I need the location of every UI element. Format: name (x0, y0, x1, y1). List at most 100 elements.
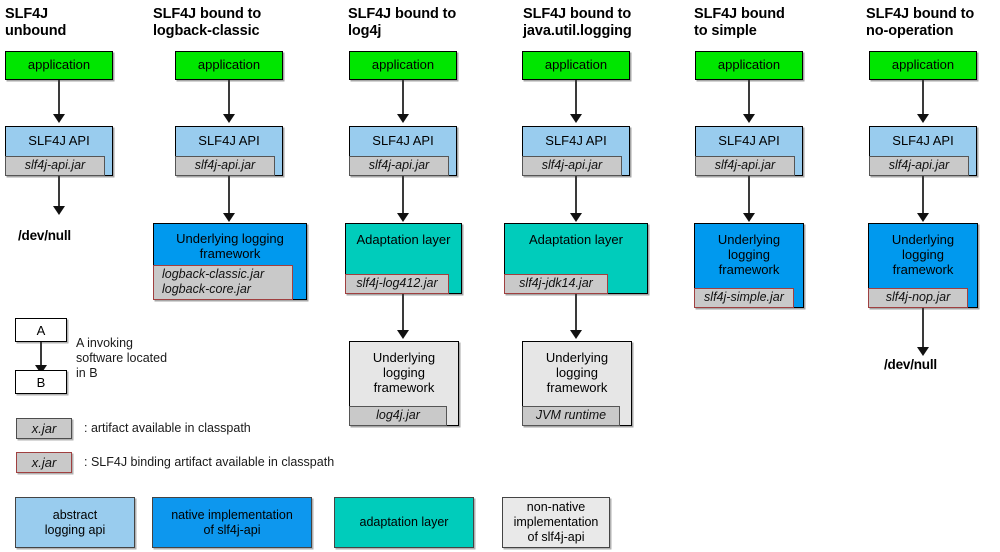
node-application-col4: application (522, 51, 630, 80)
node-underlying-framework-col4: Underlying logging framework JVM runtime (522, 341, 632, 426)
arrow-head (570, 114, 582, 123)
node-label: SLF4J API (372, 133, 434, 148)
legend-swatch-abstract-logging-api: abstract logging api (15, 497, 135, 548)
node-slf4j-api-col2: SLF4J API slf4j-api.jar (175, 126, 283, 176)
arrow-line (575, 80, 577, 116)
jar-chip-slf4j-log412: slf4j-log412.jar (345, 274, 449, 294)
legend-box-b: B (15, 370, 67, 394)
node-label: application (197, 57, 261, 72)
arrow-line (228, 176, 230, 216)
jar-chip-slf4j-api: slf4j-api.jar (5, 156, 105, 176)
node-application-col3: application (349, 51, 457, 80)
column-title-unbound: SLF4J unbound (5, 6, 67, 39)
arrow-head (917, 347, 929, 356)
legend-binding-artifact-description: : SLF4J binding artifact available in cl… (84, 455, 335, 469)
legend-swatch-adaptation-layer: adaptation layer (334, 497, 474, 548)
legend-artifact-description: : artifact available in classpath (84, 421, 251, 435)
node-label: SLF4J API (718, 133, 780, 148)
node-underlying-framework-col6: Underlying logging framework slf4j-nop.j… (868, 223, 978, 308)
node-application-col1: application (5, 51, 113, 80)
column-title-logback: SLF4J bound to logback-classic (153, 6, 262, 39)
jar-chip-slf4j-api: slf4j-api.jar (522, 156, 622, 176)
arrow-head (53, 114, 65, 123)
node-label: application (27, 57, 91, 72)
node-label: SLF4J API (28, 133, 90, 148)
legend-chip-artifact: x.jar (16, 418, 72, 439)
legend-swatch-non-native-implementation: non-native implementation of slf4j-api (502, 497, 610, 548)
column-title-simple: SLF4J bound to simple (694, 6, 785, 39)
arrow-head (570, 213, 582, 222)
arrow-line (575, 294, 577, 334)
node-underlying-framework-col3: Underlying logging framework log4j.jar (349, 341, 459, 426)
jar-chip-slf4j-api: slf4j-api.jar (869, 156, 969, 176)
arrow-line (228, 80, 230, 116)
node-label: SLF4J API (892, 133, 954, 148)
node-application-col6: application (869, 51, 977, 80)
node-adaptation-layer-col4: Adaptation layer slf4j-jdk14.jar (504, 223, 648, 294)
arrow-line (402, 294, 404, 334)
node-application-col5: application (695, 51, 803, 80)
column-title-log4j: SLF4J bound to log4j (348, 6, 457, 39)
legend-invoke-description: A invoking software located in B (76, 336, 168, 380)
arrow-line (402, 80, 404, 116)
node-slf4j-api-col6: SLF4J API slf4j-api.jar (869, 126, 977, 176)
arrow-head (223, 114, 235, 123)
jar-chip-slf4j-jdk14: slf4j-jdk14.jar (504, 274, 608, 294)
arrow-line (575, 176, 577, 216)
column-title-jul: SLF4J bound to java.util.logging (523, 6, 632, 39)
arrow-head (570, 330, 582, 339)
node-label: Underlying logging framework (717, 232, 781, 277)
node-application-col2: application (175, 51, 283, 80)
jar-chip-logback: logback-classic.jar logback-core.jar (153, 265, 293, 300)
jar-chip-log4j: log4j.jar (349, 406, 447, 426)
node-adaptation-layer-col3: Adaptation layer slf4j-log412.jar (345, 223, 462, 294)
node-label: application (371, 57, 435, 72)
node-label: Underlying logging framework (176, 231, 284, 261)
arrow-line (748, 80, 750, 116)
node-label: Underlying logging framework (372, 350, 436, 395)
node-label: Underlying logging framework (891, 232, 955, 277)
jar-chip-slf4j-nop: slf4j-nop.jar (868, 288, 968, 308)
node-label: Adaptation layer (529, 232, 623, 247)
node-slf4j-api-col4: SLF4J API slf4j-api.jar (522, 126, 630, 176)
jar-chip-slf4j-simple: slf4j-simple.jar (694, 288, 794, 308)
arrow-head (917, 114, 929, 123)
arrow-head (223, 213, 235, 222)
arrow-line (922, 176, 924, 216)
node-label: application (717, 57, 781, 72)
node-label: Adaptation layer (356, 232, 451, 247)
jar-chip-slf4j-api: slf4j-api.jar (349, 156, 449, 176)
node-underlying-framework-col2: Underlying logging framework logback-cla… (153, 223, 307, 300)
arrow-head (397, 213, 409, 222)
arrow-head (53, 206, 65, 215)
node-slf4j-api-col5: SLF4J API slf4j-api.jar (695, 126, 803, 176)
arrow-head (743, 114, 755, 123)
arrow-line (58, 176, 60, 208)
arrow-head (917, 213, 929, 222)
node-slf4j-api-col3: SLF4J API slf4j-api.jar (349, 126, 457, 176)
jar-chip-slf4j-api: slf4j-api.jar (695, 156, 795, 176)
node-label: SLF4J API (545, 133, 607, 148)
arrow-line (58, 80, 60, 116)
node-label: SLF4J API (198, 133, 260, 148)
node-slf4j-api-col1: SLF4J API slf4j-api.jar (5, 126, 113, 176)
node-label: Underlying logging framework (545, 350, 609, 395)
arrow-head (743, 213, 755, 222)
legend-box-a: A (15, 318, 67, 342)
arrow-line (40, 342, 42, 369)
legend-swatch-native-implementation: native implementation of slf4j-api (152, 497, 312, 548)
legend-chip-binding-artifact: x.jar (16, 452, 72, 473)
node-underlying-framework-col5: Underlying logging framework slf4j-simpl… (694, 223, 804, 308)
arrow-head (397, 330, 409, 339)
arrow-head (397, 114, 409, 123)
arrow-line (748, 176, 750, 216)
jar-chip-slf4j-api: slf4j-api.jar (175, 156, 275, 176)
arrow-head (35, 365, 47, 374)
arrow-line (922, 80, 924, 116)
node-label: application (544, 57, 608, 72)
jar-chip-jvm-runtime: JVM runtime (522, 406, 620, 426)
column-title-nop: SLF4J bound to no-operation (866, 6, 975, 39)
arrow-line (402, 176, 404, 216)
arrow-line (922, 308, 924, 350)
